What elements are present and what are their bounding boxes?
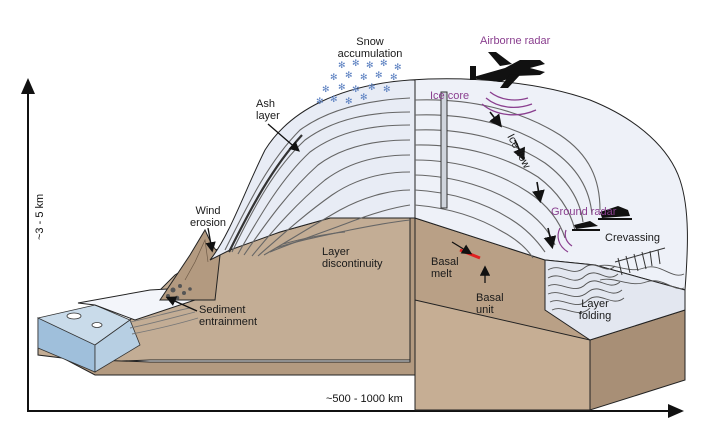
snowflakes: ✻✻✻✻✻ ✻✻✻✻✻ ✻✻✻✻✻ ✻✻✻✻ — [316, 59, 402, 107]
layer-folding-label: Layer folding — [578, 298, 612, 322]
sediment-entrainment-label: Sediment entrainment — [199, 304, 258, 328]
y-axis-arrow — [21, 78, 35, 94]
x-axis-arrow — [668, 404, 684, 418]
crevassing-label: Crevassing — [605, 232, 661, 244]
ground-radar-label: Ground radar — [551, 206, 617, 218]
svg-text:✻: ✻ — [316, 97, 324, 107]
airplane-icon — [470, 52, 545, 88]
ice-flow-arrows — [489, 111, 557, 250]
svg-text:✻: ✻ — [380, 59, 388, 69]
ash-layer-label: Ash layer — [256, 98, 280, 122]
ice-core — [440, 91, 448, 209]
axes — [21, 78, 684, 418]
ground-radar-waves — [557, 227, 573, 253]
sediment-layers — [129, 307, 199, 335]
ocean-water — [37, 304, 141, 373]
x-axis-label: ~500 - 1000 km — [326, 393, 403, 405]
crevasses — [614, 247, 666, 276]
snow-accumulation-label: Snow accumulation — [337, 36, 403, 60]
basal-melt-label: Basal melt — [431, 256, 459, 280]
svg-text:✻: ✻ — [368, 83, 376, 93]
svg-text:✻: ✻ — [352, 85, 360, 95]
airborne-radar-waves — [481, 91, 537, 116]
svg-text:✻: ✻ — [338, 61, 346, 71]
svg-text:✻: ✻ — [360, 73, 368, 83]
nunatak — [159, 228, 221, 301]
basal-unit-label: Basal unit — [476, 292, 504, 316]
svg-text:✻: ✻ — [345, 71, 353, 81]
leader-lines — [165, 123, 491, 312]
svg-text:✻: ✻ — [322, 85, 330, 95]
svg-text:✻: ✻ — [338, 83, 346, 93]
svg-text:✻: ✻ — [330, 95, 338, 105]
svg-text:✻: ✻ — [366, 61, 374, 71]
svg-text:✻: ✻ — [360, 93, 368, 103]
bedrock — [37, 217, 686, 411]
svg-text:✻: ✻ — [394, 63, 402, 73]
svg-text:✻: ✻ — [383, 85, 391, 95]
layer-folding — [547, 264, 685, 313]
svg-text:✻: ✻ — [330, 73, 338, 83]
svg-text:✻: ✻ — [345, 97, 353, 107]
y-axis-label: ~3 - 5 km — [34, 193, 46, 240]
layer-discontinuity-label: Layer discontinuity — [322, 246, 383, 270]
wind-erosion-label: Wind erosion — [189, 205, 227, 229]
airborne-radar-label: Airborne radar — [480, 35, 551, 47]
ice-core-label: Ice core — [430, 90, 470, 102]
snowmobile-icon — [572, 206, 632, 231]
svg-text:✻: ✻ — [375, 71, 383, 81]
svg-text:✻: ✻ — [390, 73, 398, 83]
svg-text:✻: ✻ — [352, 59, 360, 69]
